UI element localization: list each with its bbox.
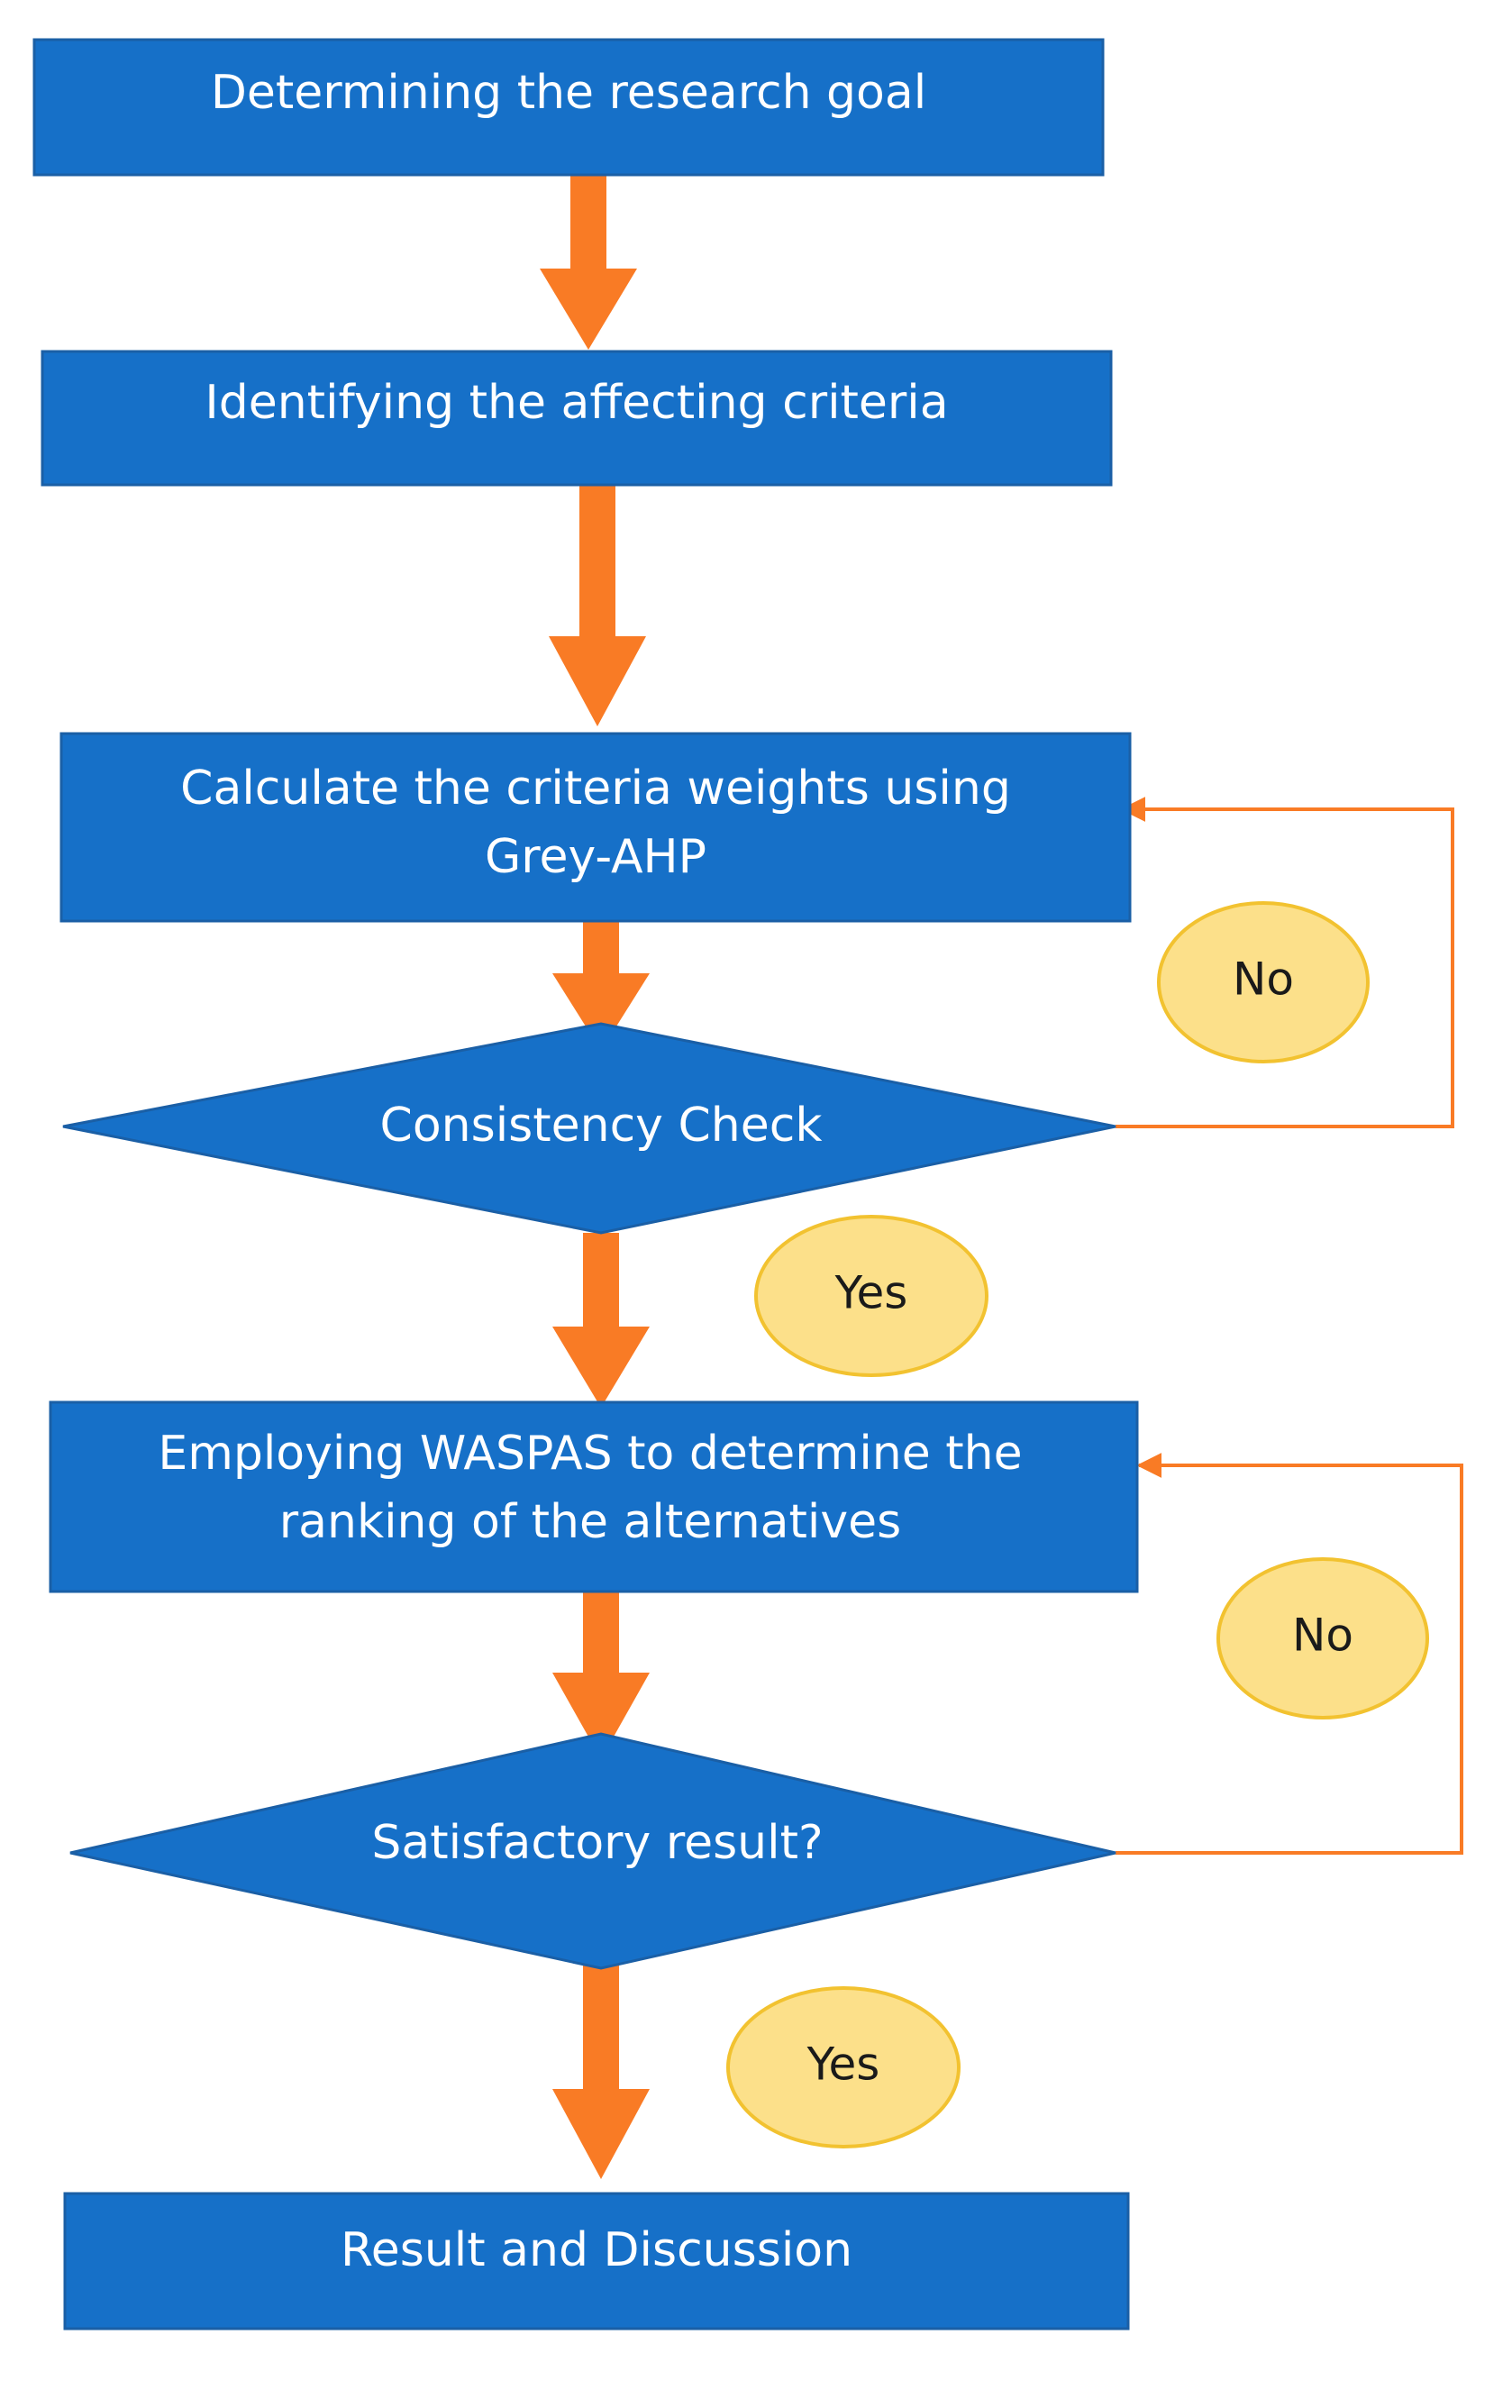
decision-label: Satisfactory result?	[371, 1816, 823, 1870]
step-label: Determining the research goal	[211, 66, 926, 120]
step-label-line-2: ranking of the alternatives	[279, 1495, 901, 1549]
label-no-consistency: No	[1157, 901, 1370, 1063]
arrow-weights-to-consistency	[552, 921, 650, 1051]
arrow-consistency-to-waspas	[552, 1233, 650, 1408]
step-determining-research-goal: Determining the research goal	[32, 38, 1105, 177]
step-label-line-1: Employing WASPAS to determine the	[158, 1427, 1022, 1481]
label-text: Yes	[806, 2039, 880, 2091]
label-text: No	[1233, 953, 1294, 1006]
label-text: No	[1292, 1610, 1353, 1662]
decision-consistency-check: Consistency Check	[62, 1022, 1116, 1235]
arrow-criteria-to-weights	[549, 485, 646, 726]
step-label: Identifying the affecting criteria	[205, 376, 948, 430]
arrow-satisfactory-to-result	[552, 1952, 650, 2179]
decision-satisfactory-result: Satisfactory result?	[69, 1732, 1116, 1970]
step-label-line-2: Grey-AHP	[485, 830, 706, 884]
arrow-research-to-criteria	[540, 175, 637, 350]
label-yes-satisfactory: Yes	[726, 1986, 961, 2148]
label-yes-consistency: Yes	[754, 1215, 988, 1377]
decision-label: Consistency Check	[380, 1099, 823, 1153]
step-employing-waspas: Employing WASPAS to determine the rankin…	[49, 1400, 1139, 1593]
step-calculate-weights: Calculate the criteria weights using Gre…	[59, 732, 1132, 923]
step-label: Result and Discussion	[341, 2223, 852, 2277]
feedback-loop-consistency-no	[1116, 797, 1454, 1128]
step-label-line-1: Calculate the criteria weights using	[180, 762, 1011, 816]
label-no-satisfactory: No	[1216, 1557, 1429, 1719]
label-text: Yes	[834, 1267, 908, 1319]
feedback-loop-satisfactory-no	[1116, 1453, 1463, 1855]
step-identifying-criteria: Identifying the affecting criteria	[41, 350, 1113, 487]
step-result-and-discussion: Result and Discussion	[63, 2192, 1130, 2330]
arrow-waspas-to-satisfactory	[552, 1583, 650, 1759]
